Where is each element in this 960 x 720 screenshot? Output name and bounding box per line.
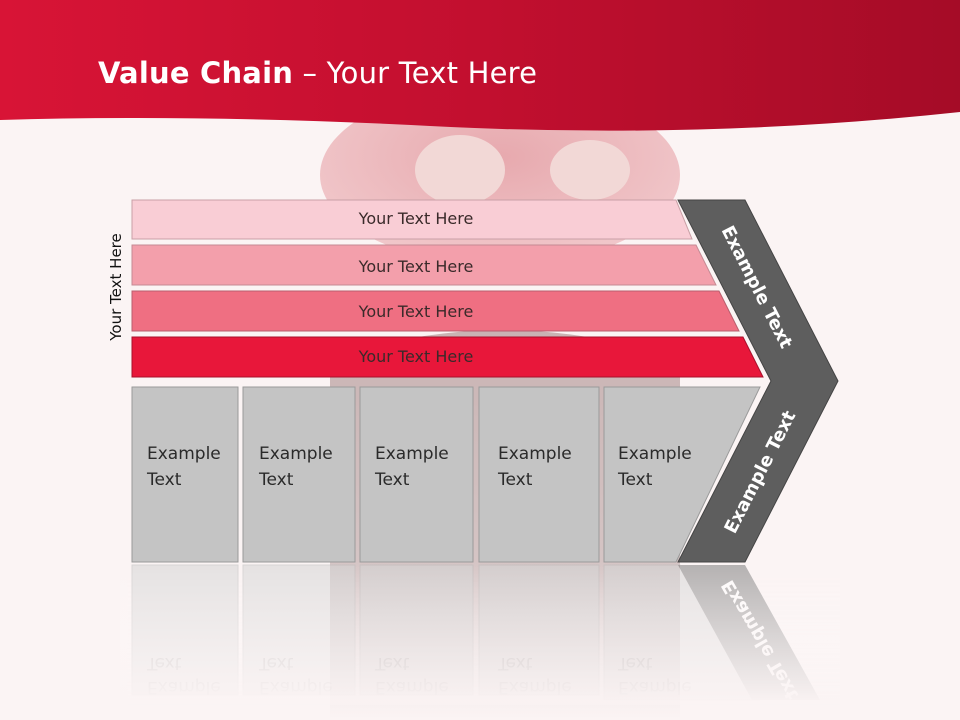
reflection: Example Text Example Text Example Text E… — [120, 564, 840, 705]
title-bold: Value Chain — [98, 56, 294, 90]
primary-box-label: Example — [259, 444, 333, 464]
support-bar-label: Your Text Here — [358, 302, 474, 321]
support-bar-shape — [131, 244, 717, 286]
primary-box-label: Example — [618, 444, 692, 464]
primary-box-label: Text — [617, 470, 653, 490]
primary-box: Example Text — [359, 386, 474, 563]
primary-box-label: Text — [497, 470, 533, 490]
support-bar-label: Your Text Here — [358, 257, 474, 276]
page-title: Value Chain – Your Text Here — [98, 56, 537, 90]
support-bar-label: Your Text Here — [358, 347, 474, 366]
support-bar-shape — [131, 336, 764, 378]
support-bar: Your Text Here — [131, 290, 740, 332]
support-bar: Your Text Here — [131, 244, 717, 286]
support-bar: Your Text Here — [131, 199, 693, 240]
primary-box-label: Example — [147, 444, 221, 464]
margin-chevron-shape — [677, 199, 839, 563]
support-bar-shape — [131, 290, 740, 332]
primary-box: Example Text — [131, 386, 239, 563]
primary-box-shape — [603, 386, 761, 563]
primary-box-shape — [131, 386, 239, 563]
primary-box-shape — [359, 386, 474, 563]
primary-box-label: Text — [146, 470, 182, 490]
primary-box-label: Text — [258, 470, 294, 490]
primary-box-shape — [242, 386, 356, 563]
support-bar-label: Your Text Here — [358, 209, 474, 228]
support-bar-shape — [131, 199, 693, 240]
support-bar: Your Text Here — [131, 336, 764, 378]
primary-box: Example Text — [242, 386, 356, 563]
primary-box-label: Example — [375, 444, 449, 464]
primary-box: Example Text — [478, 386, 600, 563]
header-band — [0, 0, 960, 131]
primary-box: Example Text — [603, 386, 761, 563]
primary-box-label: Example — [498, 444, 572, 464]
title-rest: – Your Text Here — [293, 56, 538, 90]
primary-box-label: Text — [374, 470, 410, 490]
primary-box-shape — [478, 386, 600, 563]
